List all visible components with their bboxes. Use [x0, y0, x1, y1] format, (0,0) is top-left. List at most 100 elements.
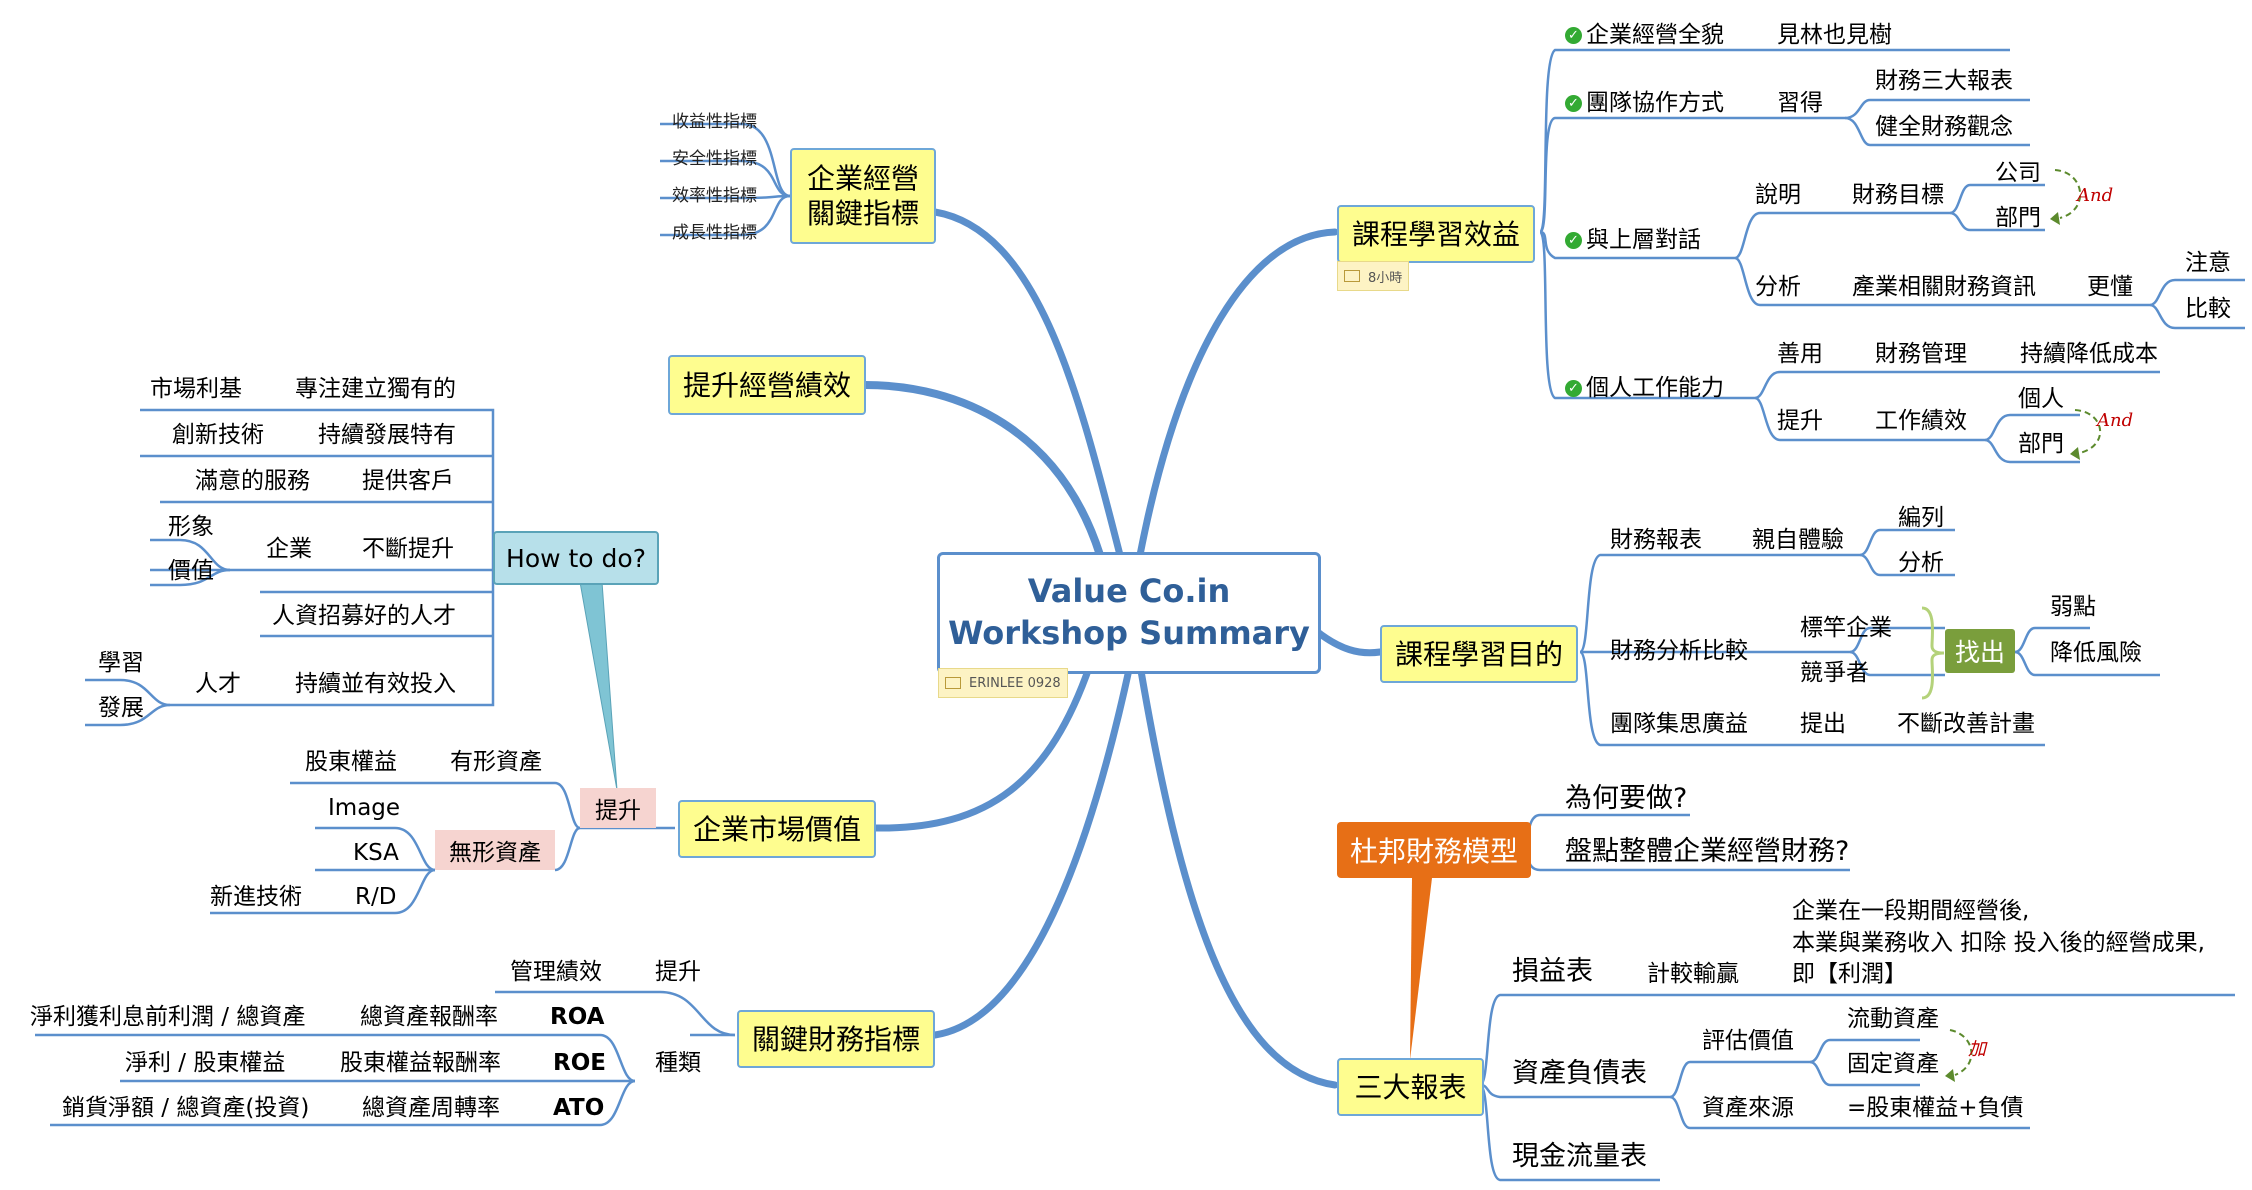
node-how-to-do[interactable]: How to do? — [493, 531, 659, 585]
how-row-label: 滿意的服務 — [195, 468, 310, 494]
node-purpose[interactable]: 課程學習目的 — [1380, 625, 1578, 683]
reports-sub: 流動資產 — [1847, 1006, 1939, 1032]
node-perf[interactable]: 提升經營績效 — [668, 355, 866, 415]
purpose-item: 財務分析比較 — [1610, 638, 1748, 664]
note-icon — [945, 677, 961, 689]
how-sub: 形象 — [168, 514, 214, 540]
benefit-sub: 財務三大報表 — [1875, 68, 2013, 94]
benefit-item: ✓團隊協作方式 — [1565, 92, 1724, 115]
fin-abbr: ATO — [553, 1095, 605, 1121]
node-market[interactable]: 企業市場價值 — [678, 800, 876, 858]
node-dupont[interactable]: 杜邦財務模型 — [1337, 822, 1531, 878]
fin-formula: 淨利 / 股東權益 — [125, 1050, 286, 1076]
benefit-sub: 比較 — [2185, 296, 2231, 322]
note-icon — [1344, 270, 1360, 282]
central-topic[interactable]: Value Co.in Workshop Summary — [937, 552, 1321, 674]
market-item: KSA — [353, 840, 399, 866]
market-item: R/D — [355, 884, 397, 910]
and-label: And — [2077, 185, 2114, 206]
benefit-sub: 部門 — [1995, 205, 2041, 231]
and-label: And — [2097, 410, 2134, 431]
benefit-sub: 提升 — [1777, 408, 1823, 434]
reports-desc: 企業在一段期間經營後, — [1792, 898, 2030, 924]
how-sub: 價值 — [168, 558, 214, 584]
benefit-sub: 習得 — [1777, 90, 1823, 116]
dupont-question: 盤點整體企業經營財務? — [1565, 836, 1850, 867]
check-icon: ✓ — [1565, 232, 1582, 249]
benefit-duration-tag: 8小時 — [1337, 261, 1410, 291]
kpi-item: 成長性指標 — [672, 223, 757, 243]
benefit-sub: 注意 — [2185, 250, 2231, 276]
market-equity: 股東權益 — [305, 749, 397, 775]
purpose-item: 財務報表 — [1610, 527, 1702, 553]
benefit-sub: 產業相關財務資訊 — [1852, 274, 2036, 300]
how-sub: 學習 — [98, 650, 144, 676]
check-icon: ✓ — [1565, 95, 1582, 112]
purpose-sub: 親自體驗 — [1752, 527, 1844, 553]
central-topic-line1: Value Co.in — [1027, 572, 1231, 611]
node-fin[interactable]: 關鍵財務指標 — [737, 1010, 935, 1068]
center-author-tag: ERINLEE 0928 — [938, 668, 1068, 698]
benefit-sub: 個人 — [2018, 386, 2064, 412]
check-icon: ✓ — [1565, 27, 1582, 44]
reports-sub: 評估價值 — [1702, 1028, 1794, 1054]
market-raise: 提升 — [580, 788, 656, 828]
purpose-sub: 降低風險 — [2050, 640, 2142, 666]
benefit-sub: 更懂 — [2087, 274, 2133, 300]
central-topic-line2: Workshop Summary — [948, 614, 1310, 652]
node-kpi[interactable]: 企業經營關鍵指標 — [790, 148, 936, 244]
reports-sub: 固定資產 — [1847, 1051, 1939, 1077]
reports-sub: =股東權益+負債 — [1847, 1095, 2024, 1121]
benefit-item: ✓個人工作能力 — [1565, 377, 1724, 400]
reports-desc: 即【利潤】 — [1792, 961, 1907, 987]
fin-raise: 提升 — [655, 959, 701, 985]
how-row-value: 不斷提升 — [362, 536, 454, 562]
how-row-label: 市場利基 — [150, 376, 242, 402]
kpi-item: 收益性指標 — [672, 112, 757, 132]
how-row-label: 人才 — [195, 671, 241, 697]
benefit-sub: 公司 — [1995, 160, 2041, 186]
node-benefit[interactable]: 課程學習效益 — [1337, 205, 1535, 263]
how-row-value: 持續並有效投入 — [295, 671, 456, 697]
benefit-sub: 財務目標 — [1852, 182, 1944, 208]
benefit-sub: 健全財務觀念 — [1875, 114, 2013, 140]
reports-sub: 資產來源 — [1702, 1095, 1794, 1121]
market-newtech: 新進技術 — [210, 884, 302, 910]
purpose-find: 找出 — [1945, 629, 2015, 673]
reports-item: 現金流量表 — [1512, 1141, 1647, 1172]
check-icon: ✓ — [1565, 380, 1582, 397]
how-row-label: 創新技術 — [172, 422, 264, 448]
market-intangible: 無形資產 — [435, 830, 555, 870]
purpose-sub: 編列 — [1898, 505, 1944, 531]
how-row-label: 企業 — [266, 536, 312, 562]
how-sub: 發展 — [98, 695, 144, 721]
benefit-sub: 財務管理 — [1875, 341, 1967, 367]
kpi-item: 效率性指標 — [672, 186, 757, 206]
dupont-question: 為何要做? — [1565, 783, 1688, 814]
fin-name: 總資產周轉率 — [362, 1095, 500, 1121]
fin-abbr: ROA — [550, 1004, 605, 1030]
reports-desc: 本業與業務收入 扣除 投入後的經營成果, — [1792, 930, 2205, 956]
reports-sub: 計較輸贏 — [1647, 961, 1739, 987]
fin-name: 股東權益報酬率 — [340, 1050, 501, 1076]
fin-name: 總資產報酬率 — [360, 1004, 498, 1030]
purpose-sub: 標竿企業 — [1800, 615, 1892, 641]
purpose-sub: 不斷改善計畫 — [1897, 711, 2035, 737]
how-row-value: 提供客戶 — [362, 468, 454, 494]
kpi-item: 安全性指標 — [672, 149, 757, 169]
benefit-sub: 說明 — [1755, 182, 1801, 208]
benefit-sub: 持續降低成本 — [2020, 341, 2158, 367]
reports-item: 損益表 — [1512, 956, 1593, 987]
benefit-item: ✓企業經營全貌 — [1565, 24, 1724, 47]
node-reports[interactable]: 三大報表 — [1337, 1058, 1484, 1116]
purpose-sub: 分析 — [1898, 550, 1944, 576]
fin-formula: 銷貨淨額 / 總資產(投資) — [62, 1095, 310, 1121]
purpose-sub: 提出 — [1800, 711, 1846, 737]
purpose-sub: 弱點 — [2050, 594, 2096, 620]
fin-formula: 淨利獲利息前利潤 / 總資產 — [30, 1004, 306, 1030]
benefit-sub: 部門 — [2018, 431, 2064, 457]
plus-label: 加 — [1968, 1039, 1986, 1060]
benefit-sub: 見林也見樹 — [1777, 22, 1892, 48]
reports-item: 資產負債表 — [1512, 1058, 1647, 1089]
how-row-value: 人資招募好的人才 — [272, 603, 456, 629]
